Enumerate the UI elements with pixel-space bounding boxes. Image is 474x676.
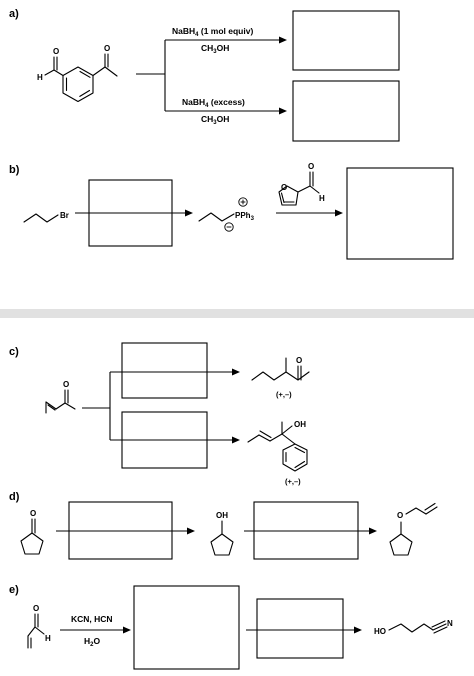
arrow-head (232, 436, 240, 444)
furfural-aldehyde-hydrogen: H (319, 194, 325, 203)
answer-box-a-top[interactable] (292, 10, 400, 71)
phosphonium-group: PPh3 (235, 211, 255, 222)
arrow-head (185, 209, 193, 217)
cyclopentanol-hydroxyl: OH (216, 511, 228, 520)
part-d-reactant-cyclopentanone: O (20, 509, 44, 555)
nitrile-nitrogen: N (447, 619, 453, 628)
arrow-head (279, 107, 287, 115)
answer-box-c-top[interactable] (121, 342, 208, 399)
reagent-kcn-hcn: KCN, HCN (71, 614, 113, 624)
part-e-product-hydroxybutanenitrile: HO N (374, 619, 453, 636)
furan-oxygen: O (281, 183, 287, 192)
part-c: c) O O (+,–) (9, 342, 310, 486)
bromine-atom: Br (60, 211, 69, 220)
part-d-label: d) (9, 491, 20, 503)
part-e-label: e) (9, 584, 19, 596)
arrow-head (232, 368, 240, 376)
part-a: a) O H O NaBH4 (1 mol equiv) CH3OH (9, 8, 400, 142)
reagent-nabh4-excess: NaBH4 (excess) (182, 97, 245, 109)
part-c-reactant-enone: O (45, 380, 76, 414)
enone-oxygen: O (63, 380, 69, 389)
arrow-head (369, 527, 377, 535)
hydroxyl-group: OH (294, 420, 306, 429)
part-b: b) Br PPh3 O O H (9, 162, 454, 260)
aldehyde-hydrogen: H (37, 73, 43, 82)
part-a-reactant-acetylbenzaldehyde: O H O (37, 44, 118, 103)
part-e: e) O H KCN, HCN H2O HO N (9, 584, 453, 670)
cyclopentanone-oxygen: O (30, 509, 36, 518)
part-b-reactant-bromopropane: Br (23, 211, 69, 223)
part-b-label: b) (9, 164, 20, 176)
acrolein-oxygen: O (33, 604, 39, 613)
product1-stereo-label: (+,–) (276, 390, 292, 399)
answer-box-a-bottom[interactable] (292, 80, 400, 142)
aldehyde-oxygen: O (53, 47, 59, 56)
part-c-label: c) (9, 346, 19, 358)
ether-oxygen: O (397, 511, 403, 520)
part-b-furfural: O O H (278, 162, 325, 206)
negative-charge-icon (224, 222, 234, 232)
acrolein-hydrogen: H (45, 634, 51, 643)
part-d-product-allyl-ether: O (389, 502, 438, 556)
product2-stereo-label: (+,–) (285, 477, 301, 486)
furfural-carbonyl-oxygen: O (308, 162, 314, 171)
part-a-label: a) (9, 8, 19, 20)
product1-oxygen: O (296, 356, 302, 365)
part-b-phosphonium-ylide: PPh3 (198, 197, 255, 232)
answer-box-e-reagent[interactable] (256, 598, 344, 659)
positive-charge-icon (238, 197, 248, 207)
arrow-head (335, 209, 343, 217)
solvent-methanol-top: CH3OH (201, 43, 229, 55)
arrow-head (354, 626, 362, 634)
part-e-reactant-acrolein: O H (27, 604, 51, 649)
part-d-intermediate-cyclopentanol: OH (210, 511, 234, 556)
answer-box-b-product[interactable] (346, 167, 454, 260)
arrow-head (123, 626, 131, 634)
solvent-water: H2O (84, 636, 100, 648)
product-hydroxyl: HO (374, 627, 386, 636)
reagent-nabh4-one-equiv: NaBH4 (1 mol equiv) (172, 26, 253, 38)
part-c-product-tertiary-alcohol: OH (+,–) (247, 420, 308, 486)
section-divider (0, 309, 474, 318)
ketone-oxygen: O (104, 44, 110, 53)
part-c-product-methylhexanone: O (+,–) (251, 356, 310, 399)
arrow-head (187, 527, 195, 535)
answer-box-e-product[interactable] (133, 585, 240, 670)
arrow-head (279, 36, 287, 44)
solvent-methanol-bottom: CH3OH (201, 114, 229, 126)
part-d: d) O OH O (9, 491, 438, 560)
